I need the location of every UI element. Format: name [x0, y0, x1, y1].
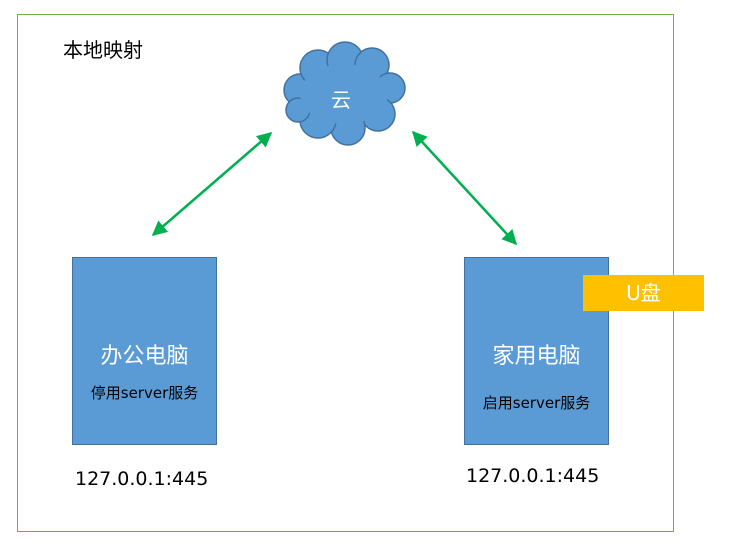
office-pc-box: 办公电脑 停用server服务	[72, 257, 217, 445]
office-pc-title: 办公电脑	[100, 344, 189, 369]
mapping-frame	[17, 14, 674, 532]
diagram-title: 本地映射	[63, 38, 143, 62]
home-pc-subtitle: 启用server服务	[482, 394, 591, 412]
usb-drive: U盘	[583, 275, 704, 311]
home-pc-address: 127.0.0.1:445	[466, 465, 600, 487]
cloud-label: 云	[331, 88, 351, 112]
arrow-cloud-home	[411, 130, 518, 246]
office-pc-address: 127.0.0.1:445	[75, 468, 209, 490]
home-pc-title: 家用电脑	[492, 344, 581, 369]
office-pc-subtitle: 停用server服务	[90, 384, 199, 402]
arrow-office-cloud	[151, 132, 273, 236]
